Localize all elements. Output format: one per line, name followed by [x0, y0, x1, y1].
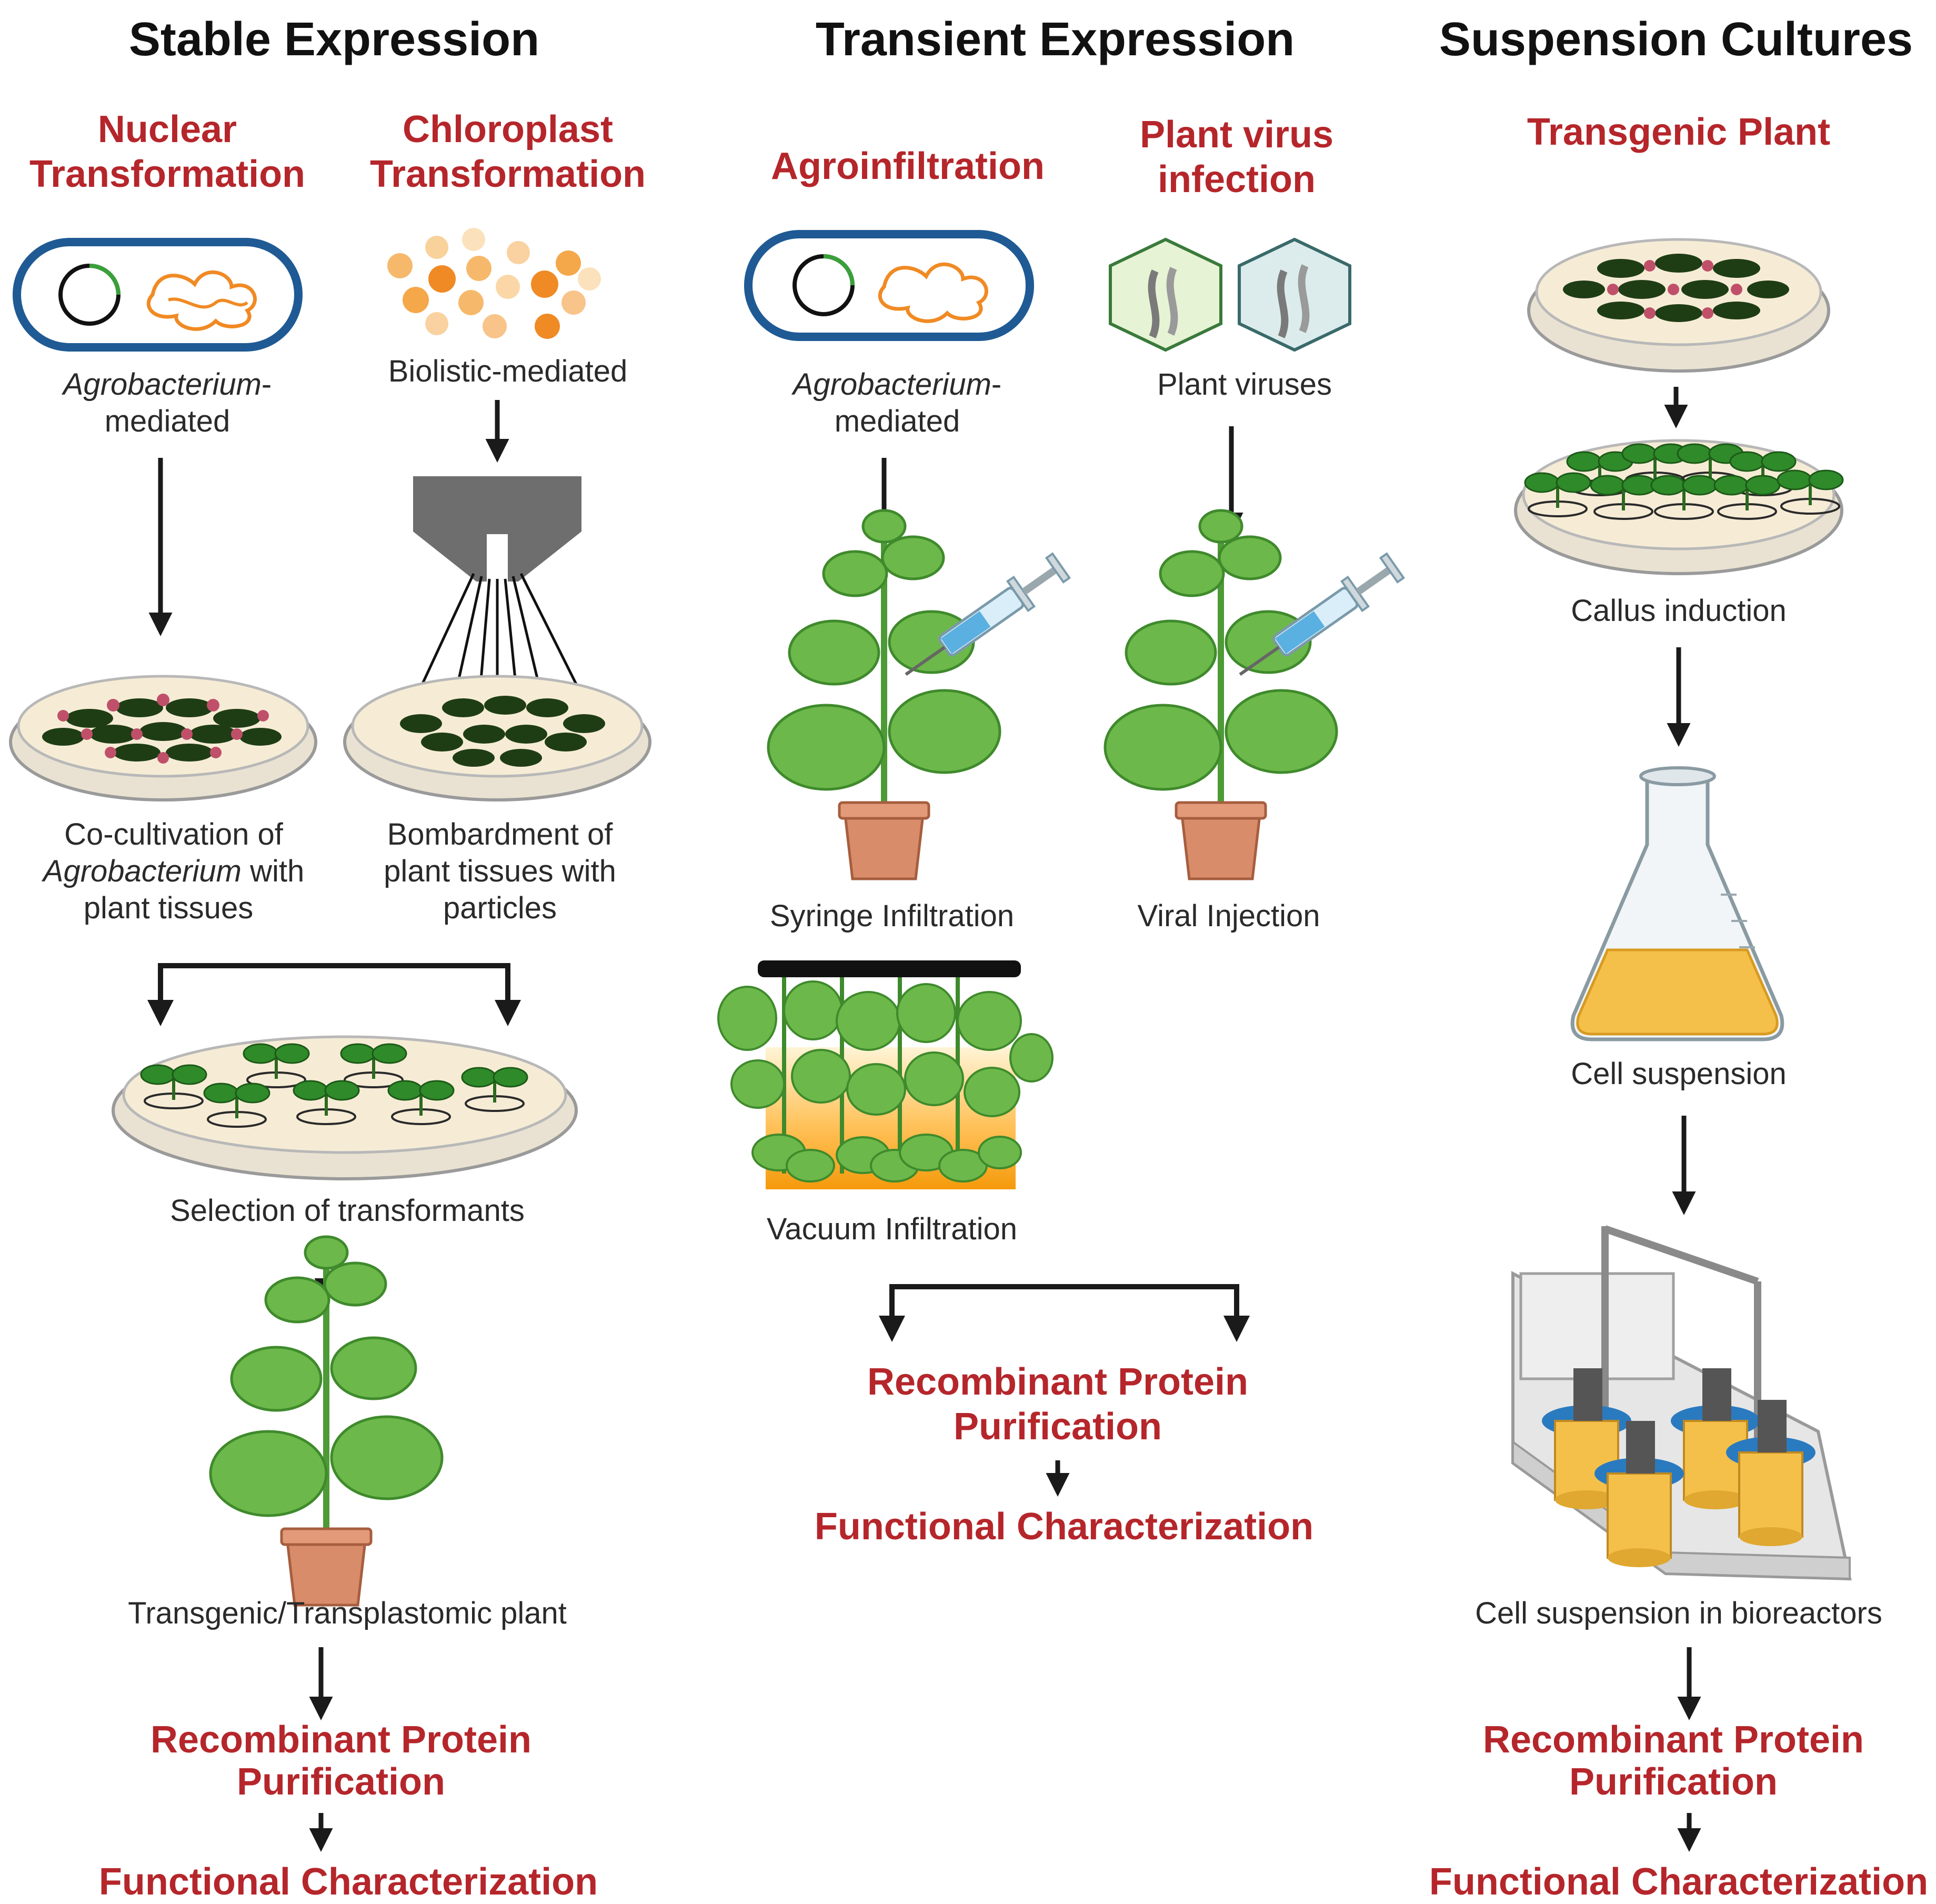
bombardment-petri-dish-icon — [343, 675, 651, 801]
nuclear-transformation-heading: Nuclear Transformation — [29, 108, 305, 195]
viral-injection-plant-icon — [1105, 510, 1337, 879]
bioreactors-icon — [1511, 1225, 1852, 1581]
agrobacterium-mediated-label-transient: Agrobacterium- — [791, 367, 1002, 402]
agroinfiltration-heading: Agroinfiltration — [771, 145, 1045, 187]
stable-expression-title: Stable Expression — [129, 13, 539, 66]
mediated-label-transient: mediated — [835, 404, 960, 438]
transient-expression-title: Transient Expression — [816, 13, 1295, 66]
agro-italic: Agrobacterium — [62, 367, 262, 402]
bioreactors-label: Cell suspension in bioreactors — [1475, 1596, 1882, 1630]
suspension-functional-label: Functional Characterization — [1429, 1861, 1928, 1903]
chloroplast-transformation-heading: Chloroplast Transformation — [370, 108, 646, 195]
split-arrow-transient — [879, 1284, 1250, 1342]
agro-suffix-transient: - — [991, 367, 1001, 402]
suspension-cultures-title: Suspension Cultures — [1439, 13, 1913, 66]
agro-suffix: - — [262, 367, 272, 402]
agrobacterium-cell-icon-transient — [744, 230, 1034, 341]
bioreactor-vessel — [1594, 1421, 1684, 1567]
transgenic-plant-icon — [210, 1237, 442, 1605]
erlenmeyer-flask-icon — [1570, 766, 1784, 1041]
mediated-label: mediated — [105, 404, 230, 438]
transgenic-petri-dish-icon — [1527, 238, 1830, 373]
transplastomic-plant-label: Transgenic/Transplastomic plant — [128, 1596, 567, 1630]
syringe-infiltration-plant-icon — [768, 510, 1000, 879]
nuclear-line2: Transformation — [29, 153, 305, 195]
stable-functional-label: Functional Characterization — [99, 1861, 598, 1903]
callus-induction-label: Callus induction — [1571, 594, 1786, 628]
vacuum-infiltration-icon — [717, 960, 1054, 1189]
suspension-purification-line2: Purification — [1569, 1761, 1778, 1803]
cocultivation-line2: Agrobacterium with — [42, 854, 304, 888]
stable-purification-line1: Recombinant Protein — [151, 1719, 531, 1761]
selection-petri-dish-icon — [112, 1035, 578, 1180]
plant-virus-line1: Plant virus — [1140, 114, 1333, 156]
vacuum-infiltration-label: Vacuum Infiltration — [767, 1212, 1017, 1246]
bombardment-line3: particles — [443, 891, 557, 925]
cocult-with: with — [242, 854, 304, 888]
transient-functional-label: Functional Characterization — [815, 1506, 1313, 1548]
cocultivation-petri-dish-icon — [9, 675, 317, 801]
transient-purification-line2: Purification — [954, 1406, 1162, 1448]
plant-viruses-label: Plant viruses — [1157, 367, 1332, 402]
transgenic-plant-heading: Transgenic Plant — [1527, 111, 1830, 153]
split-arrow-stable — [147, 963, 521, 1026]
agrobacterium-cell-icon — [13, 238, 303, 352]
agro-italic-transient: Agrobacterium — [791, 367, 991, 402]
stable-purification-line2: Purification — [237, 1761, 445, 1803]
callus-petri-dish-icon — [1514, 439, 1843, 575]
chloroplast-line1: Chloroplast — [403, 108, 613, 151]
bombardment-line1: Bombardment of — [387, 817, 614, 851]
plant-virus-icon — [1109, 237, 1351, 352]
cocultivation-line3: plant tissues — [84, 891, 253, 925]
gold-particles-icon — [387, 228, 601, 339]
plant-virus-line2: infection — [1158, 158, 1316, 201]
selection-label: Selection of transformants — [170, 1194, 525, 1228]
bioreactor-vessel — [1671, 1368, 1760, 1509]
syringe-infiltration-label: Syringe Infiltration — [770, 899, 1014, 933]
chloroplast-line2: Transformation — [370, 153, 646, 195]
agrobacterium-mediated-label: Agrobacterium- — [62, 367, 272, 402]
nuclear-line1: Nuclear — [98, 108, 237, 151]
biolistic-mediated-label: Biolistic-mediated — [388, 354, 628, 388]
transient-purification-line1: Recombinant Protein — [867, 1361, 1248, 1403]
bioreactor-vessel — [1726, 1400, 1815, 1546]
cell-suspension-label: Cell suspension — [1571, 1057, 1786, 1091]
cocult-italic: Agrobacterium — [42, 854, 242, 888]
bombardment-line2: plant tissues with — [384, 854, 616, 888]
plant-virus-infection-heading: Plant virus infection — [1140, 114, 1333, 201]
suspension-purification-line1: Recombinant Protein — [1483, 1719, 1864, 1761]
viral-injection-label: Viral Injection — [1137, 899, 1320, 933]
cocultivation-line1: Co-cultivation of — [64, 817, 284, 851]
